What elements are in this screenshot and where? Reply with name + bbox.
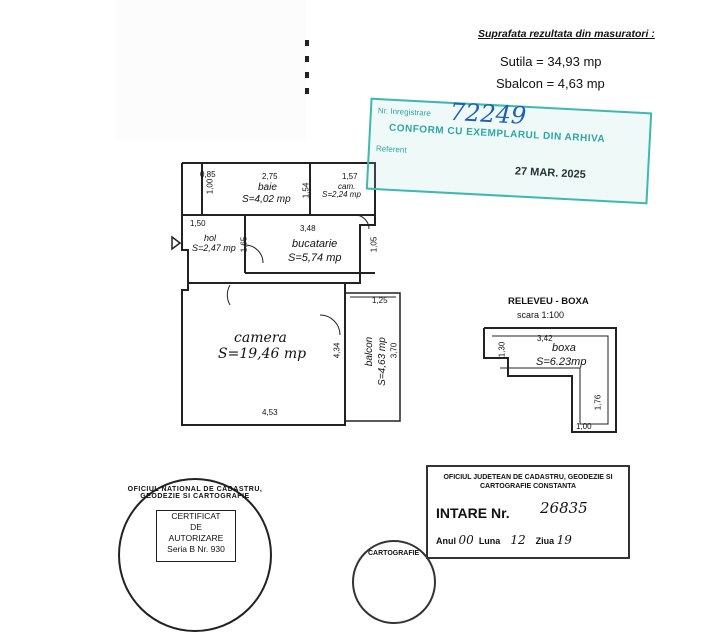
dim-4-34: 4,34 (332, 342, 342, 359)
dim-2-75: 2,75 (262, 172, 278, 181)
room-camera-area: S=19,46 mp (218, 346, 307, 362)
boxa-plan (483, 327, 617, 433)
registration-office: OFICIUL JUDETEAN DE CADASTRU, GEODEZIE S… (443, 474, 613, 490)
dim-3-48: 3,48 (300, 224, 316, 233)
room-cam-name: cam. (338, 182, 356, 191)
cert-line4: Seria B Nr. 930 (167, 544, 225, 554)
dim-1-65: 1,65 (239, 236, 249, 253)
registration-nr-label: INTARE Nr. (436, 505, 510, 521)
room-bucatarie-area: S=5,74 mp (288, 252, 342, 264)
boxa-dim-right: 1,76 (593, 394, 603, 411)
cartografie-text: CARTOGRAFIE (368, 550, 420, 557)
dim-4-53: 4,53 (262, 408, 278, 417)
dim-1-57: 1,57 (342, 172, 358, 181)
luna-value: 12 (510, 533, 526, 547)
cert-ring-text: OFICIUL NATIONAL DE CADASTRU, GEODEZIE S… (127, 486, 263, 500)
room-camera-name: camera (234, 330, 287, 346)
room-balcon-area: S=4,63 mp (376, 337, 388, 386)
ziua-label: Ziua (535, 536, 555, 546)
cert-line1: CERTIFICAT (171, 511, 221, 521)
room-hol-name: hol (204, 233, 217, 243)
cartografie-stamp: CARTOGRAFIE (352, 540, 436, 624)
stamp-referent-label: Referent (375, 144, 407, 155)
room-baie-name: baie (258, 182, 277, 193)
boxa-dim-left: 1,30 (497, 341, 507, 358)
dim-1-25: 1,25 (372, 296, 388, 305)
room-baie-area: S=4,02 mp (242, 194, 291, 205)
room-cam-area: S=2,24 mp (322, 190, 361, 199)
boxa-title: RELEVEU - BOXA (508, 296, 589, 307)
dim-3-70: 3,70 (389, 342, 399, 359)
cert-inner-box: CERTIFICAT DE AUTORIZARE Seria B Nr. 930 (156, 510, 236, 562)
anul-label: Anul (436, 536, 456, 546)
stamp-date: 27 MAR. 2025 (514, 165, 587, 182)
edge-marks (305, 40, 309, 95)
conform-stamp: Nr. Inregistrare 72249 CONFORM CU EXEMPL… (365, 97, 653, 205)
boxa-dim-bottom: 1,00 (576, 422, 592, 431)
redacted-area (116, 0, 306, 140)
boxa-dim-top: 3,42 (537, 334, 553, 343)
surface-header: Suprafata rezultata din masuratori : (478, 28, 655, 40)
certificate-stamp: OFICIUL NATIONAL DE CADASTRU, GEODEZIE S… (118, 478, 272, 632)
sutila-value: Sutila = 34,93 mp (500, 54, 602, 69)
registration-nr-value: 26835 (540, 499, 588, 517)
boxa-area: S=6.23mp (536, 356, 587, 368)
stamp-reg-number: 72249 (449, 97, 527, 130)
boxa-name: boxa (552, 342, 576, 354)
cert-line3: AUTORIZARE (168, 533, 224, 543)
registration-date-row: Anul 00 Luna 12 Ziua 19 (436, 533, 572, 547)
room-bucatarie-name: bucatarie (292, 238, 338, 250)
luna-label: Luna (478, 536, 501, 546)
dim-1-50: 1,50 (190, 219, 206, 228)
dim-1-54: 1,54 (301, 182, 311, 199)
dim-1-00: 1,00 (205, 178, 215, 195)
stamp-reg-label: Nr. Inregistrare (377, 106, 432, 118)
ziua-value: 19 (556, 533, 572, 547)
dim-1-05: 1,05 (369, 236, 379, 253)
sbalcon-value: Sbalcon = 4,63 mp (496, 76, 605, 91)
room-balcon-name: balcon (364, 336, 376, 367)
boxa-scale: scara 1:100 (517, 310, 565, 320)
cert-line2: DE (190, 522, 202, 532)
room-hol-area: S=2,47 mp (192, 243, 236, 253)
registration-stamp: OFICIUL JUDETEAN DE CADASTRU, GEODEZIE S… (426, 465, 630, 559)
floor-plan (171, 162, 401, 426)
anul-value: 00 (458, 533, 474, 547)
dim-0-85: 0,85 (200, 170, 216, 179)
